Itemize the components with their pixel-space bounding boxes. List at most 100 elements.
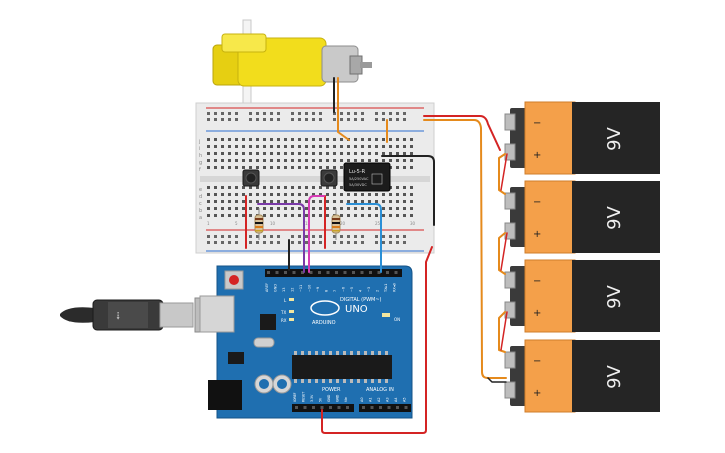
rail-hole[interactable] xyxy=(263,112,266,115)
breadboard-hole[interactable] xyxy=(375,138,378,141)
breadboard-hole[interactable] xyxy=(410,207,413,210)
breadboard-hole[interactable] xyxy=(284,186,287,189)
breadboard-hole[interactable] xyxy=(263,159,266,162)
breadboard-hole[interactable] xyxy=(242,166,245,169)
breadboard-hole[interactable] xyxy=(277,214,280,217)
breadboard-hole[interactable] xyxy=(235,145,238,148)
breadboard-hole[interactable] xyxy=(319,159,322,162)
rail-hole[interactable] xyxy=(263,118,266,121)
breadboard-hole[interactable] xyxy=(375,145,378,148)
rail-hole[interactable] xyxy=(207,235,210,238)
breadboard-hole[interactable] xyxy=(249,207,252,210)
breadboard-hole[interactable] xyxy=(221,214,224,217)
breadboard-hole[interactable] xyxy=(403,200,406,203)
breadboard-hole[interactable] xyxy=(389,193,392,196)
breadboard-hole[interactable] xyxy=(340,152,343,155)
breadboard-hole[interactable] xyxy=(361,193,364,196)
breadboard-hole[interactable] xyxy=(389,200,392,203)
breadboard-hole[interactable] xyxy=(277,166,280,169)
wire-battery-series-1[interactable] xyxy=(498,153,506,195)
rail-hole[interactable] xyxy=(270,118,273,121)
breadboard-hole[interactable] xyxy=(382,145,385,148)
rail-hole[interactable] xyxy=(298,118,301,121)
breadboard-hole[interactable] xyxy=(263,186,266,189)
breadboard-hole[interactable] xyxy=(242,214,245,217)
rail-hole[interactable] xyxy=(277,241,280,244)
breadboard-hole[interactable] xyxy=(347,200,350,203)
breadboard-hole[interactable] xyxy=(263,138,266,141)
rail-hole[interactable] xyxy=(333,112,336,115)
breadboard-hole[interactable] xyxy=(326,152,329,155)
breadboard-hole[interactable] xyxy=(368,207,371,210)
breadboard-hole[interactable] xyxy=(284,166,287,169)
breadboard-hole[interactable] xyxy=(256,200,259,203)
breadboard-hole[interactable] xyxy=(410,193,413,196)
breadboard-hole[interactable] xyxy=(242,186,245,189)
breadboard-hole[interactable] xyxy=(263,145,266,148)
rail-hole[interactable] xyxy=(228,241,231,244)
pushbutton-1[interactable] xyxy=(242,169,260,187)
power-pin-socket[interactable] xyxy=(346,406,349,409)
breadboard-hole[interactable] xyxy=(368,193,371,196)
analog-pin-socket[interactable] xyxy=(370,406,374,409)
breadboard-hole[interactable] xyxy=(368,145,371,148)
breadboard-hole[interactable] xyxy=(333,186,336,189)
wire-battery-orange[interactable] xyxy=(423,119,507,379)
breadboard-hole[interactable] xyxy=(214,207,217,210)
breadboard-hole[interactable] xyxy=(375,159,378,162)
digital-pin-socket[interactable] xyxy=(377,271,381,274)
breadboard-hole[interactable] xyxy=(284,138,287,141)
breadboard-hole[interactable] xyxy=(326,138,329,141)
breadboard-hole[interactable] xyxy=(368,159,371,162)
battery-9v[interactable]: −+9V xyxy=(504,259,660,333)
breadboard-hole[interactable] xyxy=(396,193,399,196)
breadboard-hole[interactable] xyxy=(291,159,294,162)
breadboard-hole[interactable] xyxy=(347,214,350,217)
rail-hole[interactable] xyxy=(305,235,308,238)
breadboard-hole[interactable] xyxy=(256,138,259,141)
rail-hole[interactable] xyxy=(263,235,266,238)
breadboard-hole[interactable] xyxy=(368,138,371,141)
breadboard-hole[interactable] xyxy=(389,159,392,162)
rail-hole[interactable] xyxy=(361,112,364,115)
breadboard-hole[interactable] xyxy=(326,193,329,196)
rail-hole[interactable] xyxy=(312,235,315,238)
breadboard-hole[interactable] xyxy=(396,152,399,155)
rail-hole[interactable] xyxy=(382,241,385,244)
breadboard-hole[interactable] xyxy=(396,200,399,203)
breadboard-hole[interactable] xyxy=(382,152,385,155)
breadboard-hole[interactable] xyxy=(333,152,336,155)
breadboard-hole[interactable] xyxy=(270,193,273,196)
breadboard-hole[interactable] xyxy=(354,138,357,141)
breadboard-hole[interactable] xyxy=(305,145,308,148)
rail-hole[interactable] xyxy=(347,241,350,244)
breadboard-hole[interactable] xyxy=(333,200,336,203)
breadboard-hole[interactable] xyxy=(270,186,273,189)
breadboard-hole[interactable] xyxy=(354,214,357,217)
digital-pin-socket[interactable] xyxy=(343,271,347,274)
breadboard-hole[interactable] xyxy=(242,138,245,141)
breadboard-hole[interactable] xyxy=(291,186,294,189)
breadboard-hole[interactable] xyxy=(228,145,231,148)
breadboard-hole[interactable] xyxy=(284,193,287,196)
breadboard-hole[interactable] xyxy=(207,159,210,162)
breadboard-hole[interactable] xyxy=(256,207,259,210)
power-pin-socket[interactable] xyxy=(295,406,298,409)
breadboard-hole[interactable] xyxy=(242,152,245,155)
breadboard-hole[interactable] xyxy=(207,214,210,217)
breadboard-hole[interactable] xyxy=(242,207,245,210)
breadboard-hole[interactable] xyxy=(326,207,329,210)
rail-hole[interactable] xyxy=(277,235,280,238)
battery-9v[interactable]: −+9V xyxy=(504,101,660,175)
breadboard-hole[interactable] xyxy=(263,166,266,169)
breadboard-hole[interactable] xyxy=(305,138,308,141)
rail-hole[interactable] xyxy=(403,241,406,244)
breadboard-hole[interactable] xyxy=(235,193,238,196)
rail-hole[interactable] xyxy=(270,235,273,238)
breadboard-hole[interactable] xyxy=(410,152,413,155)
breadboard-hole[interactable] xyxy=(340,145,343,148)
rail-hole[interactable] xyxy=(312,241,315,244)
breadboard-hole[interactable] xyxy=(333,159,336,162)
breadboard-hole[interactable] xyxy=(326,214,329,217)
